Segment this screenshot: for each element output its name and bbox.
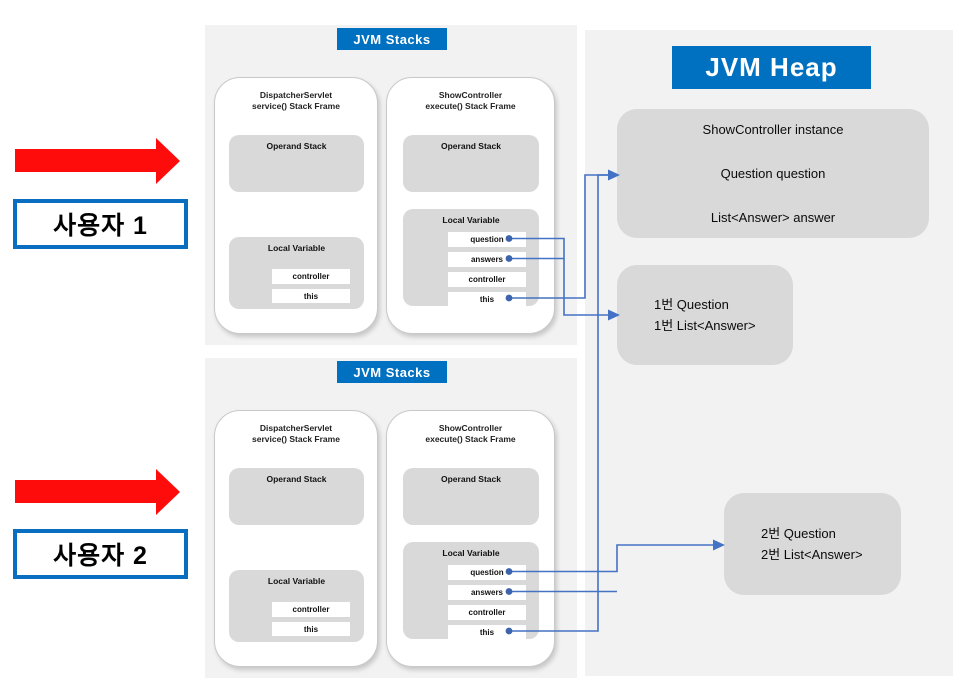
operand-stack-label: Operand Stack — [266, 141, 327, 151]
var-row-question: question — [448, 565, 526, 580]
user1-arrow-head-icon — [156, 138, 180, 184]
frame-title-line2: execute() Stack Frame — [425, 434, 516, 444]
var-row-controller: controller — [272, 602, 350, 617]
jvm-heap-panel: JVM Heap ShowController instance Questio… — [585, 30, 953, 676]
user2-label-box: 사용자 2 — [13, 529, 188, 579]
local-variable-box: Local Variable question answers controll… — [403, 209, 539, 306]
local-variable-label: Local Variable — [267, 243, 326, 253]
user2-arrow-head-icon — [156, 469, 180, 515]
operand-stack-box: Operand Stack — [229, 468, 364, 525]
heap-object1-box: 1번 Question 1번 List<Answer> — [617, 265, 793, 365]
object1-line1: 1번 Question — [654, 297, 729, 312]
var-row-this: this — [272, 289, 350, 303]
heap-object2-box: 2번 Question 2번 List<Answer> — [724, 493, 901, 595]
object2-line2: 2번 List<Answer> — [761, 547, 863, 562]
var-row-this: this — [272, 622, 350, 636]
user2-arrow — [15, 480, 156, 503]
jvm-heap-title: JVM Heap — [672, 46, 871, 89]
local-variable-label: Local Variable — [442, 548, 500, 558]
stack-frame-showcontroller-2: ShowController execute() Stack Frame Ope… — [386, 410, 555, 667]
operand-stack-box: Operand Stack — [229, 135, 364, 192]
stack-frame-dispatcher-1: DispatcherServlet service() Stack Frame … — [214, 77, 378, 334]
jvm-stacks-panel-1: JVM Stacks DispatcherServlet service() S… — [205, 25, 577, 345]
user1-arrow — [15, 149, 156, 172]
var-row-answers: answers — [448, 252, 526, 267]
var-row-this: this — [448, 625, 526, 639]
frame-title: DispatcherServlet service() Stack Frame — [215, 423, 377, 445]
operand-stack-box: Operand Stack — [403, 135, 539, 192]
frame-title-line1: ShowController — [438, 90, 503, 100]
frame-title-line2: service() Stack Frame — [252, 434, 340, 444]
jvm-stacks-title-1: JVM Stacks — [337, 28, 447, 50]
object1-line2: 1번 List<Answer> — [654, 318, 756, 333]
jvm-stacks-panel-2: JVM Stacks DispatcherServlet service() S… — [205, 358, 577, 678]
frame-title-line2: execute() Stack Frame — [425, 101, 516, 111]
local-variable-box: Local Variable controller this — [229, 570, 364, 642]
heap-showcontroller-instance-box: ShowController instance Question questio… — [617, 109, 929, 238]
local-variable-box: Local Variable controller this — [229, 237, 364, 309]
stack-frame-dispatcher-2: DispatcherServlet service() Stack Frame … — [214, 410, 378, 667]
instance-line2: Question question — [720, 166, 826, 181]
instance-line3: List<Answer> answer — [710, 210, 836, 225]
var-row-controller: controller — [448, 605, 526, 620]
stack-frame-showcontroller-1: ShowController execute() Stack Frame Ope… — [386, 77, 555, 334]
operand-stack-label: Operand Stack — [441, 141, 501, 151]
user2-label: 사용자 2 — [53, 542, 148, 570]
jvm-stacks-title-2: JVM Stacks — [337, 361, 447, 383]
var-row-question: question — [448, 232, 526, 247]
user1-label: 사용자 1 — [53, 212, 148, 240]
object2-line1: 2번 Question — [761, 526, 836, 541]
local-variable-label: Local Variable — [267, 576, 326, 586]
var-row-answers: answers — [448, 585, 526, 600]
user1-label-box: 사용자 1 — [13, 199, 188, 249]
frame-title-line1: DispatcherServlet — [259, 423, 333, 433]
local-variable-label: Local Variable — [442, 215, 500, 225]
var-row-this: this — [448, 292, 526, 306]
operand-stack-label: Operand Stack — [441, 474, 501, 484]
frame-title-line1: DispatcherServlet — [259, 90, 333, 100]
instance-line1: ShowController instance — [702, 122, 844, 137]
local-variable-box: Local Variable question answers controll… — [403, 542, 539, 639]
var-row-controller: controller — [272, 269, 350, 284]
frame-title-line1: ShowController — [438, 423, 503, 433]
frame-title: ShowController execute() Stack Frame — [387, 423, 554, 445]
var-row-controller: controller — [448, 272, 526, 287]
frame-title-line2: service() Stack Frame — [252, 101, 340, 111]
operand-stack-box: Operand Stack — [403, 468, 539, 525]
operand-stack-label: Operand Stack — [266, 474, 327, 484]
frame-title: ShowController execute() Stack Frame — [387, 90, 554, 112]
frame-title: DispatcherServlet service() Stack Frame — [215, 90, 377, 112]
